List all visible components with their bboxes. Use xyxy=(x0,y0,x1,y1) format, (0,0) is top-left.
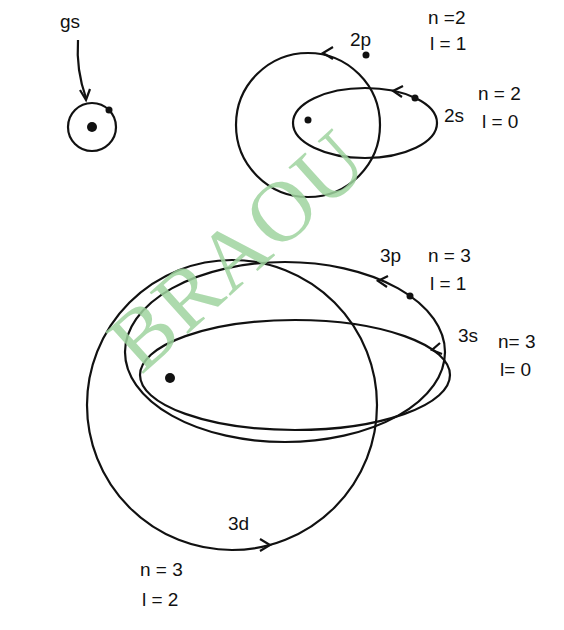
nucleus xyxy=(305,117,312,124)
3p-arrow xyxy=(378,276,388,287)
nucleus xyxy=(87,122,97,132)
gs-pointer xyxy=(78,40,86,98)
orbit-label: 2p xyxy=(350,30,371,49)
state-label: gs xyxy=(60,12,80,31)
3s-arrow xyxy=(432,343,442,354)
quantum-number: n = 3 xyxy=(140,560,183,579)
3d-arrow xyxy=(260,539,270,551)
orbit-label: 3d xyxy=(228,514,249,533)
nucleus xyxy=(165,373,175,383)
quantum-number: l = 1 xyxy=(430,274,466,293)
quantum-number: n = 3 xyxy=(428,246,471,265)
quantum-number: n = 2 xyxy=(478,84,521,103)
quantum-number: l = 0 xyxy=(482,112,518,131)
quantum-number: l= 0 xyxy=(500,360,531,379)
2s-arrow xyxy=(393,86,403,97)
electron xyxy=(363,52,370,59)
quantum-number: n= 3 xyxy=(498,332,536,351)
gs-pointer-head xyxy=(80,89,90,100)
quantum-number: n =2 xyxy=(428,8,466,27)
electron xyxy=(407,293,414,300)
orbit-label: 2s xyxy=(444,106,464,125)
orbit-label: 3s xyxy=(458,326,478,345)
gs-orbit xyxy=(68,103,116,151)
quantum-number: l = 1 xyxy=(430,34,466,53)
watermark: BRAOU xyxy=(93,114,382,386)
electron xyxy=(412,95,419,102)
orbit-label: 3p xyxy=(380,246,401,265)
quantum-number: l = 2 xyxy=(142,590,178,609)
electron xyxy=(106,107,113,114)
2p-arrow xyxy=(323,47,333,59)
